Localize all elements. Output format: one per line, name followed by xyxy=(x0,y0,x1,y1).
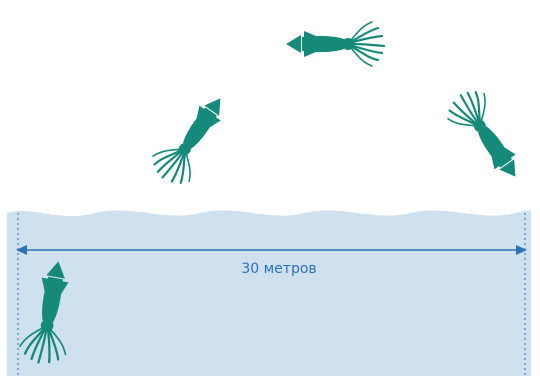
water-area xyxy=(7,210,531,376)
distance-label: 30 метров xyxy=(241,261,316,277)
squid-icon-descending xyxy=(441,84,533,190)
squid-icon-apex xyxy=(286,22,384,66)
squid-icon-rising xyxy=(146,86,238,192)
